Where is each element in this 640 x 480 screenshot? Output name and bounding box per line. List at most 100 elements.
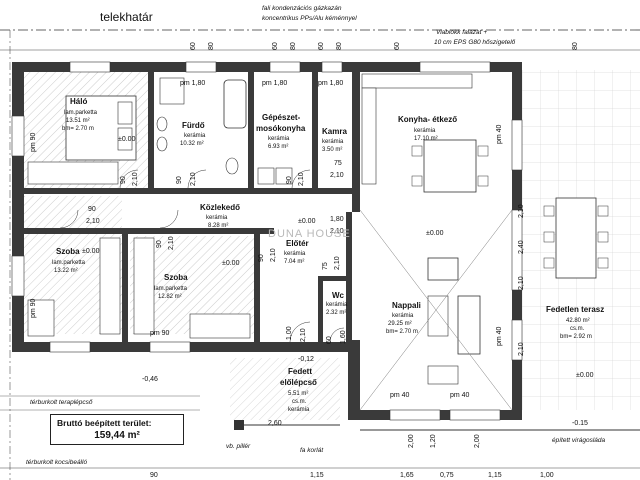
level-outside: -0,46	[142, 376, 158, 383]
dim-210-right-2: 2,10	[518, 276, 525, 290]
terrace-chair-5	[597, 231, 609, 243]
wall-note-1: Viablokk falazat +	[436, 29, 488, 36]
kitchen-chair-1	[411, 145, 423, 157]
wardrobe-room2	[133, 237, 155, 335]
room-hall-name: Közlekedő	[200, 203, 241, 212]
dim-pm180-1: pm 1,80	[180, 80, 206, 87]
label-parking: térburkolt kocsibeálló	[26, 459, 88, 466]
window-top-3	[269, 61, 301, 73]
room-hall-area: 8.28 m²	[208, 223, 229, 229]
dim-bottom-115-2: 1,15	[488, 472, 502, 479]
pillar	[234, 420, 244, 430]
level-room1: ±0.00	[82, 248, 100, 255]
room-kitchen-material: kerámia	[414, 128, 436, 134]
room-pantry-name: Kamra	[322, 127, 347, 136]
dim-bottom-90: 90	[150, 472, 158, 479]
window-right-1	[511, 119, 523, 171]
dim-180-1: 1,80	[330, 216, 344, 223]
room-2-area: 12.82 m²	[158, 294, 182, 300]
dim-210-1: 2,10	[330, 172, 344, 179]
wardrobe-room1	[99, 237, 121, 335]
room-mech-material: kerámia	[268, 136, 290, 142]
room-bedroom-height: bm= 2.70 m	[62, 126, 94, 132]
dim-top-60-4: 60	[394, 42, 401, 50]
level-kitchen: ±0.00	[426, 230, 444, 237]
desk-room1	[27, 299, 55, 337]
dim-top-60-1: 60	[190, 42, 197, 50]
entry-steps-hatch	[230, 358, 340, 420]
terrace-table	[555, 197, 597, 279]
boiler-note-2: koncentrikus PPs/Alu kéménnyel	[262, 15, 357, 22]
dim-top-80-3: 80	[336, 42, 343, 50]
dim-210-2: 2,10	[330, 228, 344, 235]
label-stairs: térburkolt teraplépcső	[30, 399, 93, 406]
dim-pm180-3: pm 1,80	[318, 80, 344, 87]
dim-bottom-100: 1,00	[540, 472, 554, 479]
wall-wc-left	[318, 276, 323, 342]
window-left-1	[11, 115, 25, 157]
door-swing-6	[289, 321, 311, 343]
dim-top-80-2: 80	[290, 42, 297, 50]
built-area-title: Bruttó beépített terület:	[57, 418, 152, 428]
room-living-area: 29.25 m²	[388, 321, 412, 327]
dim-210-v4: 2,10	[168, 236, 175, 250]
outer-wall-left	[12, 62, 24, 352]
level-hall: ±0.00	[298, 218, 316, 225]
room-bedroom-material: lam.parketta	[64, 110, 98, 116]
dim-90-v4: 90	[156, 240, 163, 248]
dim-240-right: 2,40	[518, 240, 525, 254]
level-entry: -0,12	[298, 356, 314, 363]
dim-210-v3: 2,10	[298, 172, 305, 186]
kitchen-counter-left	[361, 87, 377, 185]
room-bath-material: kerámia	[184, 133, 206, 139]
wall-row1-bottom	[24, 188, 354, 194]
dim-bottom-260: 2,60	[268, 420, 282, 427]
wall-room2-right	[254, 234, 260, 342]
room-pantry-material: kerámia	[322, 139, 344, 145]
room-pantry-area: 3.50 m²	[322, 147, 343, 153]
dim-pm40-right-1: pm 40	[496, 124, 503, 144]
label-pillar: vb. pillér	[226, 443, 251, 450]
window-right-2	[511, 209, 523, 291]
terrace-chair-6	[597, 257, 609, 269]
door-swing-3	[291, 169, 311, 189]
level-room2: ±0.00	[222, 260, 240, 267]
dim-75-1: 75	[334, 160, 342, 167]
wall-living-left	[348, 340, 360, 420]
room-mech-area: 6.93 m²	[268, 144, 289, 150]
room-wc-area: 2.32 m²	[326, 310, 347, 316]
label-railing: fa korlát	[300, 447, 324, 454]
dim-90-hall: 90	[88, 206, 96, 213]
room-bedroom-area: 13.51 m²	[66, 118, 90, 124]
window-bottom-2	[149, 341, 191, 353]
dim-90-v3: 90	[286, 176, 293, 184]
bed-room2	[189, 313, 251, 339]
bed-pillow	[117, 101, 133, 125]
dim-210-entry: 2,10	[300, 328, 307, 342]
dim-160-wc: 1,60	[340, 330, 347, 344]
door-swing-4	[59, 209, 79, 229]
wall-note-2: 10 cm EPS G80 hőszigetelő	[434, 39, 516, 46]
room-2-name: Szoba	[164, 273, 188, 282]
door-swing-2	[187, 169, 207, 189]
window-bottom-4	[449, 409, 501, 421]
room-1-material: lam.parketta	[52, 260, 86, 266]
wall-bedroom-right	[148, 72, 154, 190]
door-swing-7	[329, 327, 345, 343]
dim-top-60-3: 60	[318, 42, 325, 50]
dim-90-v1: 90	[120, 176, 127, 184]
tv-unit	[427, 365, 459, 385]
dim-pm40-2: pm 40	[450, 392, 470, 399]
bath-sink-2	[156, 136, 168, 152]
dim-bottom-120: 1,20	[430, 434, 437, 448]
kitchen-chair-3	[477, 145, 489, 157]
window-left-2	[11, 255, 25, 297]
room-bedroom-name: Háló	[70, 97, 88, 106]
window-top-2	[185, 61, 217, 73]
dim-210-v1: 2,10	[132, 172, 139, 186]
washing-machine	[257, 167, 275, 185]
dim-210-terrace: 2,10	[518, 342, 525, 356]
dim-100-entry: 1,00	[286, 326, 293, 340]
dim-210-right-1: 2,10	[518, 204, 525, 218]
